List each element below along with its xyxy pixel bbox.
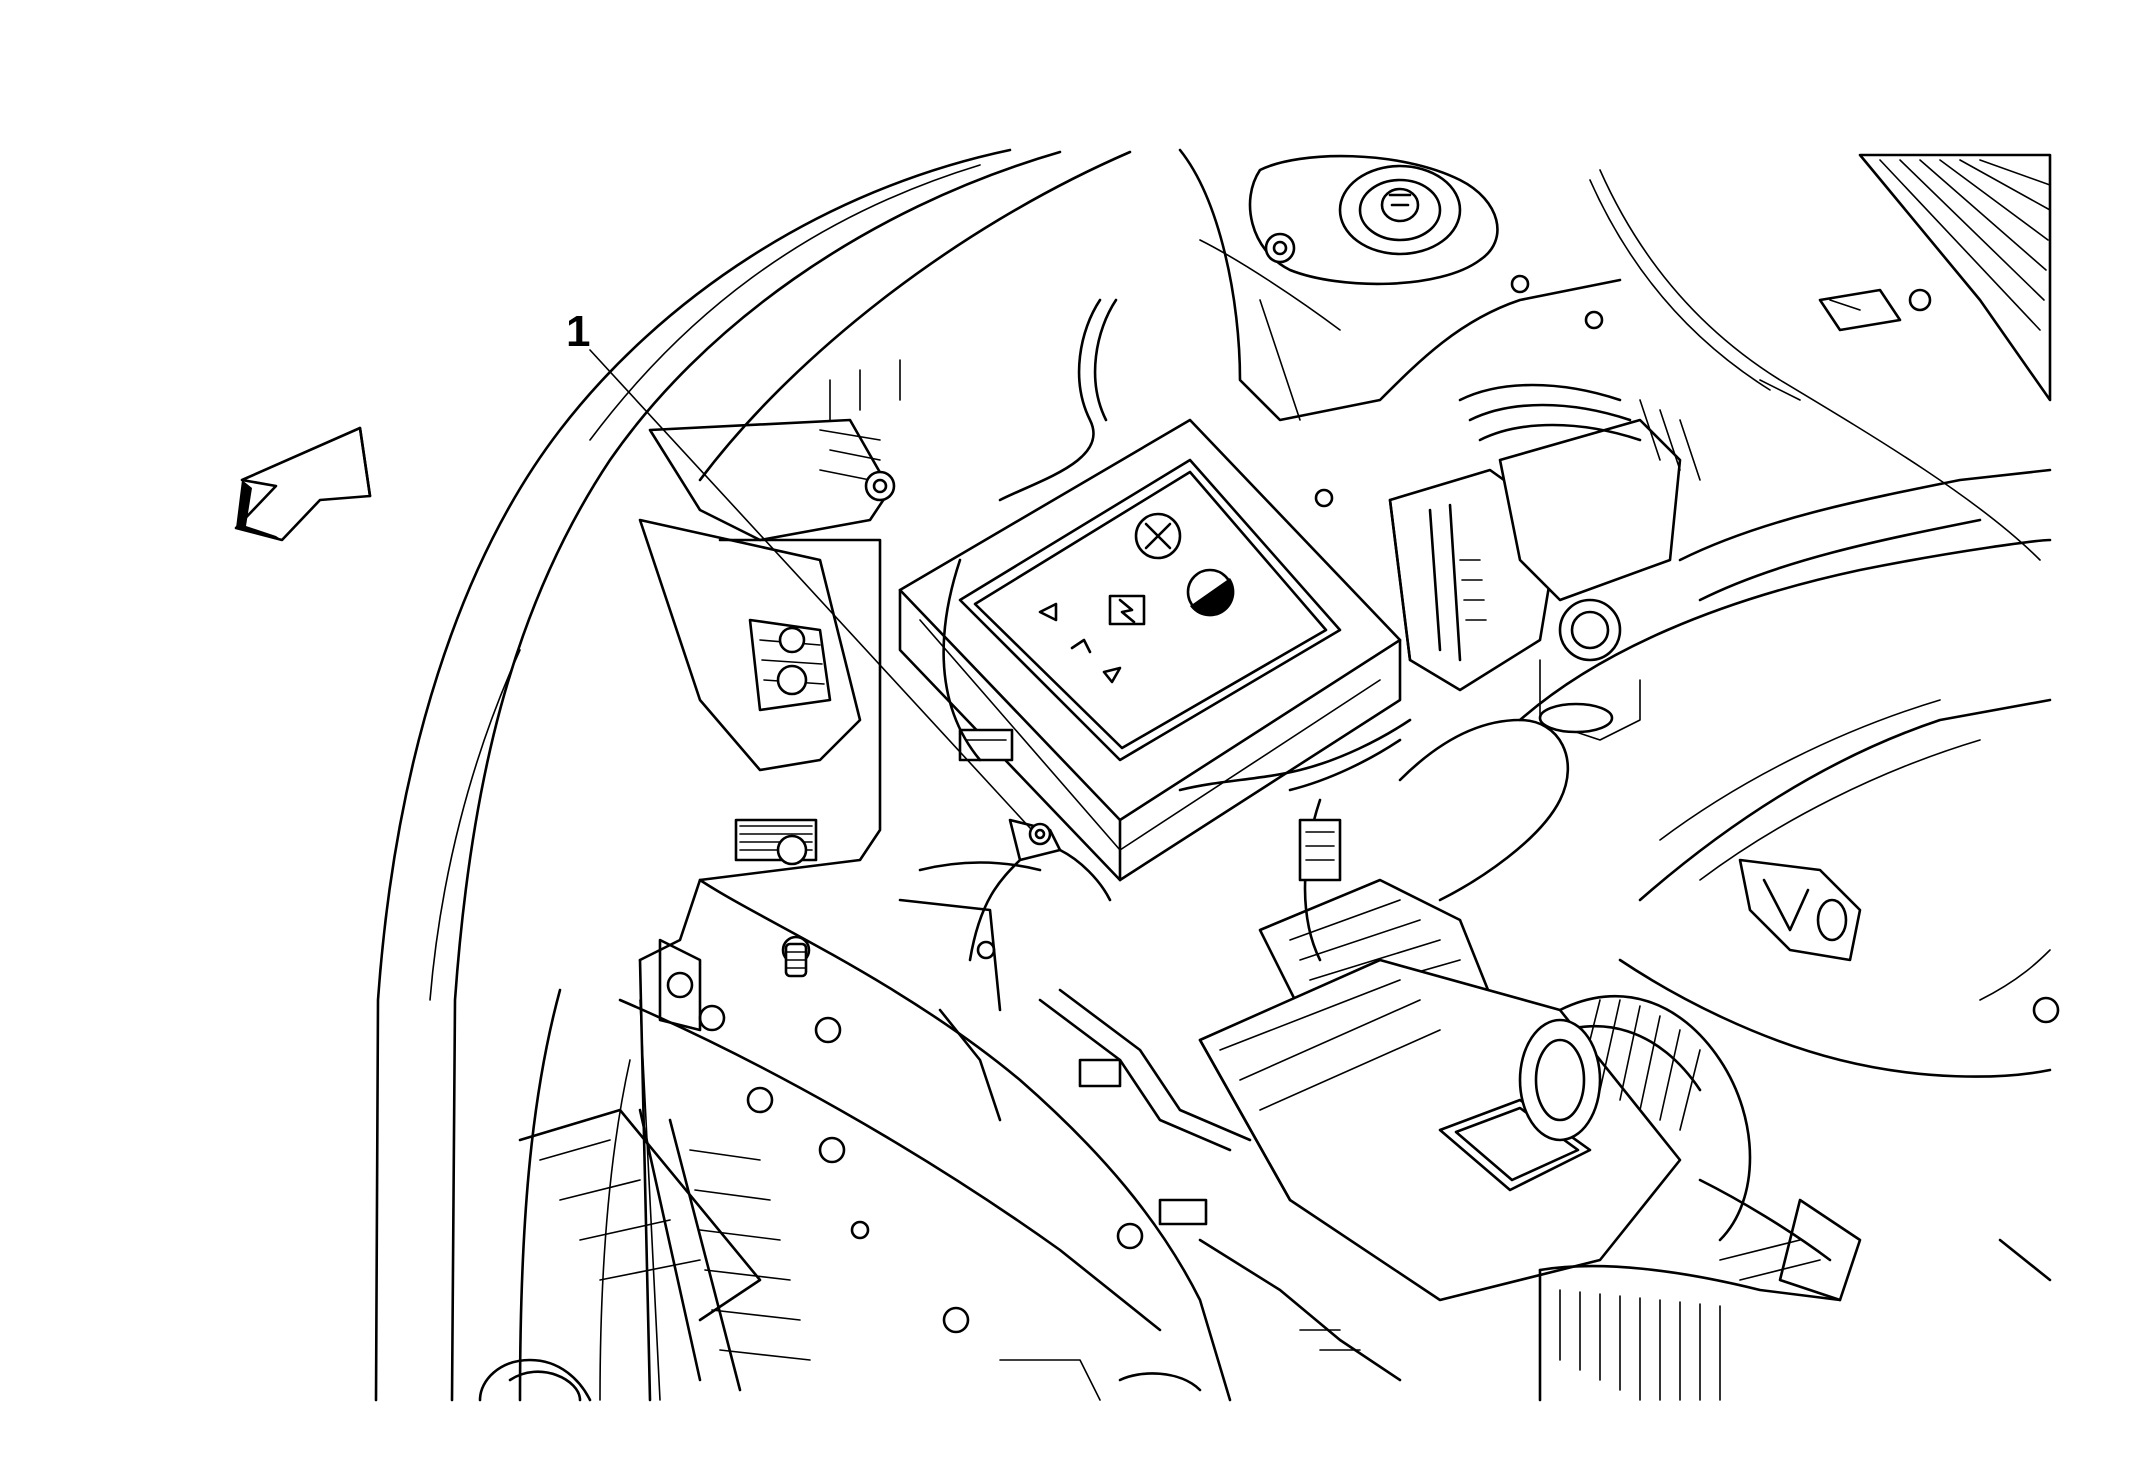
abs-module — [1388, 383, 1701, 741]
radiator-top-right — [1698, 153, 2052, 1302]
callout-1: 1 — [566, 307, 1031, 829]
wiring-harness — [898, 169, 2041, 1012]
front-of-vehicle-arrow-icon — [234, 426, 372, 542]
radiator-support — [618, 518, 1232, 1402]
fender-outline — [374, 148, 1132, 1402]
bumper-corner — [478, 1358, 1202, 1402]
hood-latch-bracket — [518, 359, 901, 1322]
ground-terminal-bolt — [968, 818, 1112, 962]
callout-1-number: 1 — [566, 307, 590, 356]
underhood-fuse-block — [898, 418, 1402, 882]
lower-harness-run — [938, 798, 1402, 1382]
v8-badge-icon — [1738, 858, 1862, 962]
air-intake-duct — [1198, 878, 1842, 1402]
engine-cover — [1398, 468, 2060, 1078]
strut-tower — [1178, 148, 1622, 508]
front-grille — [508, 1108, 811, 1402]
